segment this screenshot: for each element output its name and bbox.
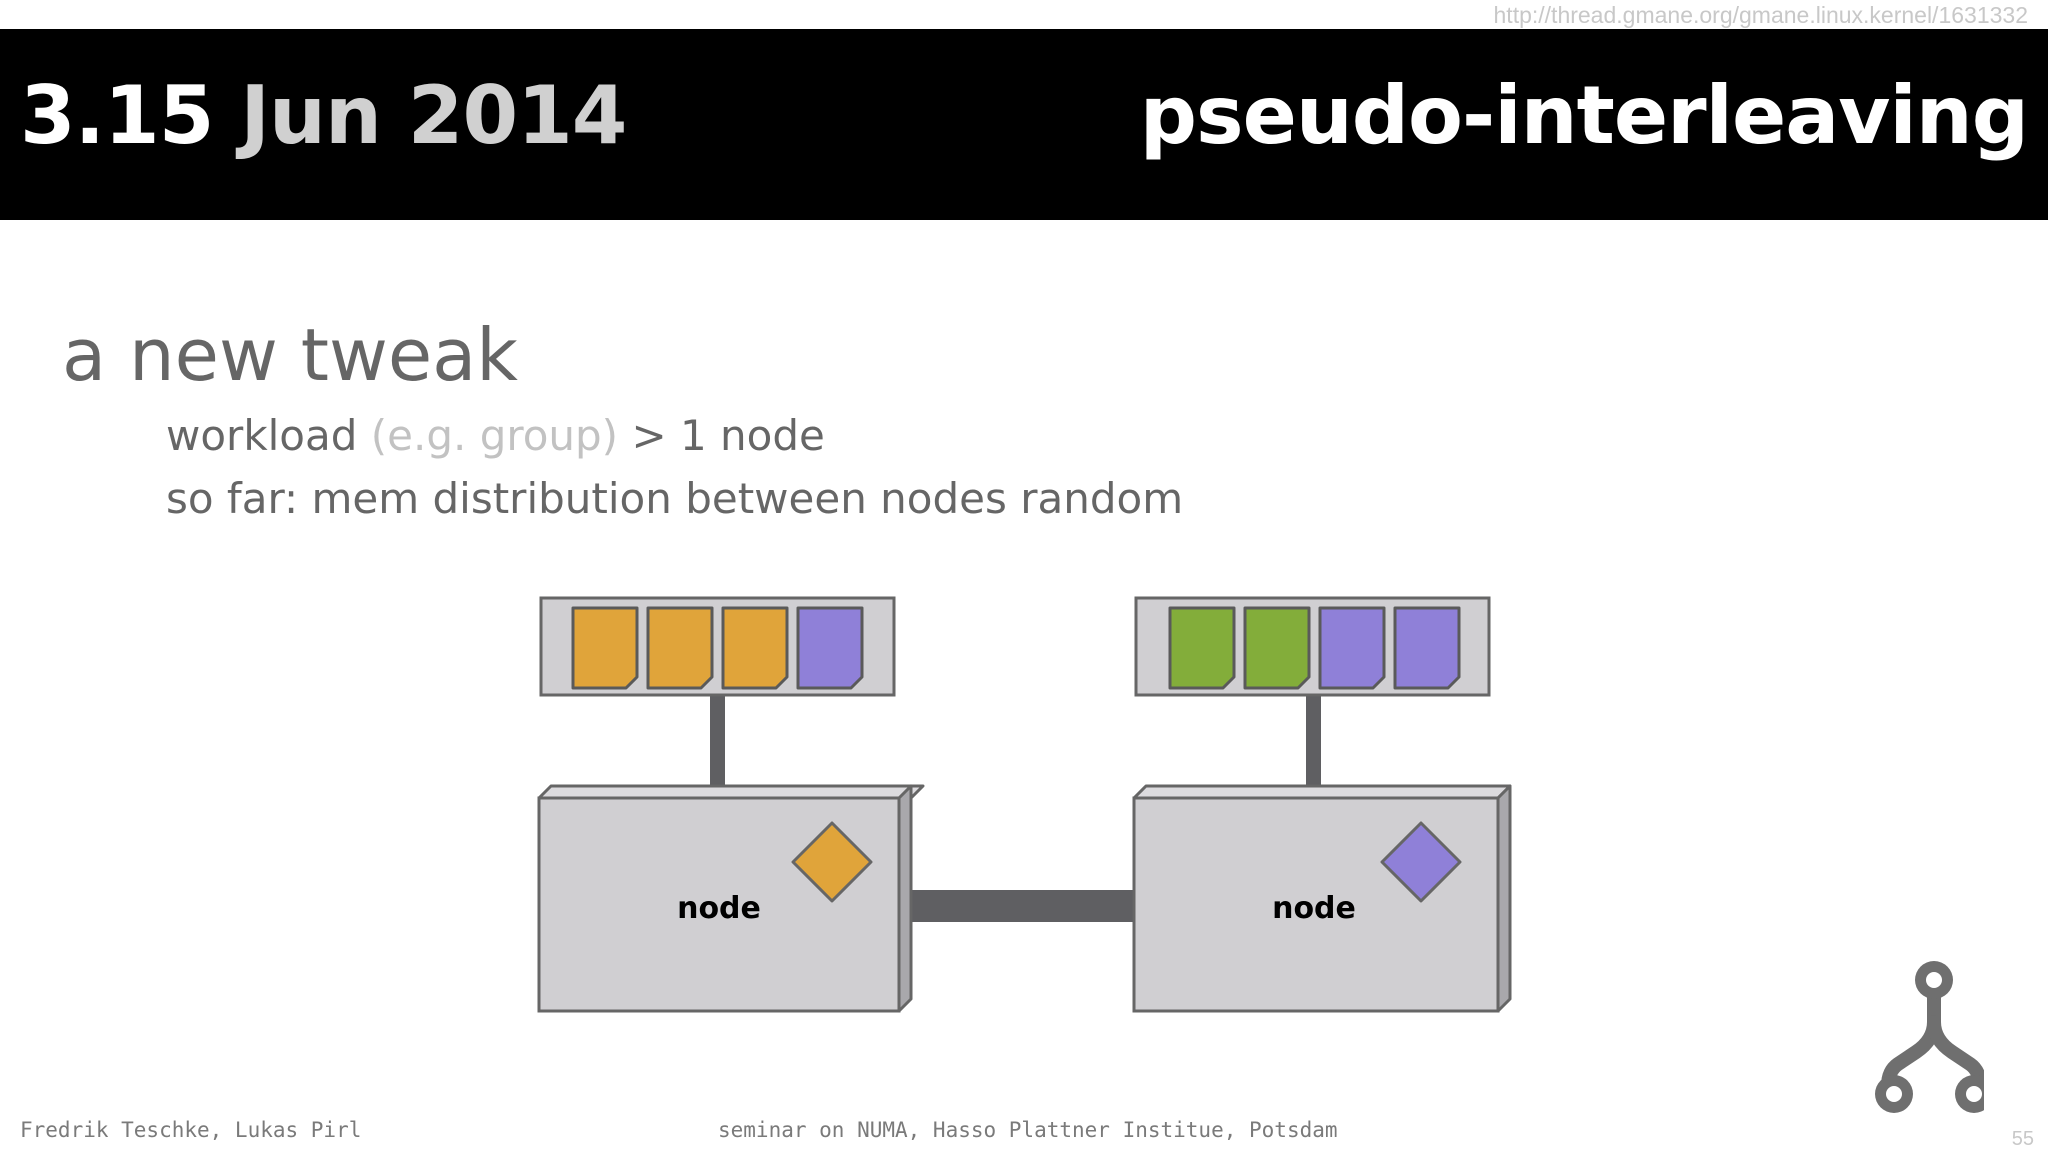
memory-pages-left [571, 606, 864, 690]
interconnect-bar [910, 890, 1136, 922]
node-left-top [537, 784, 925, 800]
node-left-label: node [677, 891, 761, 926]
memory-page-right-4 [1393, 606, 1461, 690]
memory-page-left-1 [571, 606, 639, 690]
memory-page-left-4 [796, 606, 864, 690]
node-right-side [1496, 784, 1512, 1013]
memory-page-left-2 [646, 606, 714, 690]
cpu-right-diamond [1380, 821, 1462, 903]
page-number: 55 [2011, 1128, 2034, 1150]
date-title: 3.15 Jun 2014 [20, 56, 627, 176]
node-right-top [1132, 784, 1512, 800]
footer-authors: Fredrik Teschke, Lukas Pirl [20, 1118, 362, 1142]
section-heading: a new tweak [62, 313, 518, 397]
memory-pages-right [1168, 606, 1461, 690]
node-right-label: node [1272, 891, 1356, 926]
memory-page-right-1 [1168, 606, 1236, 690]
memory-page-right-2 [1243, 606, 1311, 690]
memory-page-right-3 [1318, 606, 1386, 690]
memory-page-left-3 [721, 606, 789, 690]
title-bar [0, 29, 2048, 220]
bullet-workload-text: workload [166, 411, 358, 460]
node-left-side [897, 784, 913, 1013]
source-url[interactable]: http://thread.gmane.org/gmane.linux.kern… [1493, 2, 2028, 28]
bullet-workload: workload (e.g. group) > 1 node [166, 408, 825, 464]
date-title-date: Jun 2014 [240, 69, 627, 162]
cpu-left-diamond [791, 821, 873, 903]
bullet-workload-example: (e.g. group) [370, 411, 619, 460]
bullet-workload-count: > 1 node [631, 411, 825, 460]
date-title-number: 3.15 [20, 69, 214, 162]
memory-link-left [710, 695, 725, 788]
node-right-front [1132, 796, 1500, 1013]
fork-icon [1875, 961, 1984, 1113]
topic-title: pseudo-interleaving [1139, 69, 2029, 162]
bullet-distribution: so far: mem distribution between nodes r… [166, 474, 1184, 523]
memory-link-right [1306, 695, 1321, 788]
footer-event: seminar on NUMA, Hasso Plattner Institue… [718, 1118, 1338, 1142]
